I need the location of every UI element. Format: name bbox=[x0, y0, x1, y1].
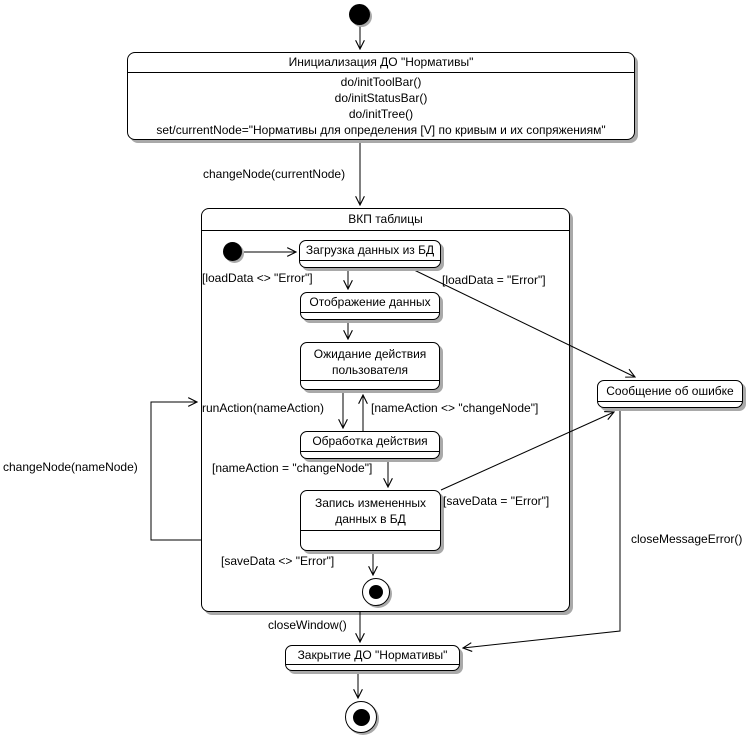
init-action-statusbar: do/initStatusBar() bbox=[334, 91, 428, 105]
state-error-message: Сообщение об ошибке bbox=[597, 380, 743, 408]
state-init: Инициализация ДО "Нормативы" do/initTool… bbox=[127, 52, 635, 140]
transition-label-savedata-ok: [saveData <> "Error"] bbox=[221, 554, 335, 568]
init-action-toolbar: do/initToolBar() bbox=[340, 75, 422, 89]
state-save-data: Запись измененных данных в БД bbox=[300, 490, 441, 551]
transition-label-closemessageerror: closeMessageError() bbox=[631, 532, 743, 546]
state-init-title: Инициализация ДО "Нормативы" bbox=[128, 53, 634, 73]
state-process-action: Обработка действия bbox=[300, 431, 440, 459]
state-load-data: Загрузка данных из БД bbox=[299, 240, 441, 268]
transition-label-loaddata-error: [loadData = "Error"] bbox=[442, 273, 546, 287]
transition-label-runaction: runAction(nameAction) bbox=[202, 401, 325, 415]
transition-label-nameaction-not-changenode: [nameAction <> "changeNode"] bbox=[371, 401, 539, 415]
final-state bbox=[345, 701, 377, 733]
state-display-data-title: Отображение данных bbox=[301, 293, 439, 313]
transition-label-closewindow: closeWindow() bbox=[268, 618, 347, 632]
state-close-title: Закрытие ДО "Нормативы" bbox=[286, 646, 459, 665]
init-action-tree: do/initTree() bbox=[348, 107, 414, 121]
state-save-data-title: Запись измененных данных в БД bbox=[301, 491, 440, 531]
initial-state-dot bbox=[349, 4, 370, 25]
transition-label-loaddata-ok: [loadData <> "Error"] bbox=[202, 271, 313, 285]
state-wait-user-title: Ожидание действия пользователя bbox=[301, 343, 439, 381]
state-wait-user: Ожидание действия пользователя bbox=[300, 342, 440, 390]
init-action-set-currentnode: set/currentNode="Нормативы для определен… bbox=[156, 123, 606, 137]
transition-label-changenode-currentnode: changeNode(currentNode) bbox=[203, 167, 346, 181]
state-process-action-title: Обработка действия bbox=[301, 432, 439, 452]
state-display-data: Отображение данных bbox=[300, 292, 440, 320]
state-init-actions: do/initToolBar() do/initStatusBar() do/i… bbox=[128, 73, 634, 139]
inner-initial-state-dot bbox=[223, 242, 242, 261]
state-load-data-title: Загрузка данных из БД bbox=[300, 241, 440, 261]
transition-label-nameaction-changenode: [nameAction = "changeNode"] bbox=[212, 461, 373, 475]
transition-label-changenode-namenode: changeNode(nameNode) bbox=[3, 460, 138, 474]
arrow-composite-selfloop bbox=[150, 402, 201, 541]
state-error-message-title: Сообщение об ошибке bbox=[598, 381, 742, 402]
state-composite-title: ВКП таблицы bbox=[202, 209, 569, 231]
transition-label-savedata-error: [saveData = "Error"] bbox=[443, 494, 550, 508]
state-close: Закрытие ДО "Нормативы" bbox=[285, 645, 460, 671]
inner-final-state bbox=[362, 578, 390, 606]
